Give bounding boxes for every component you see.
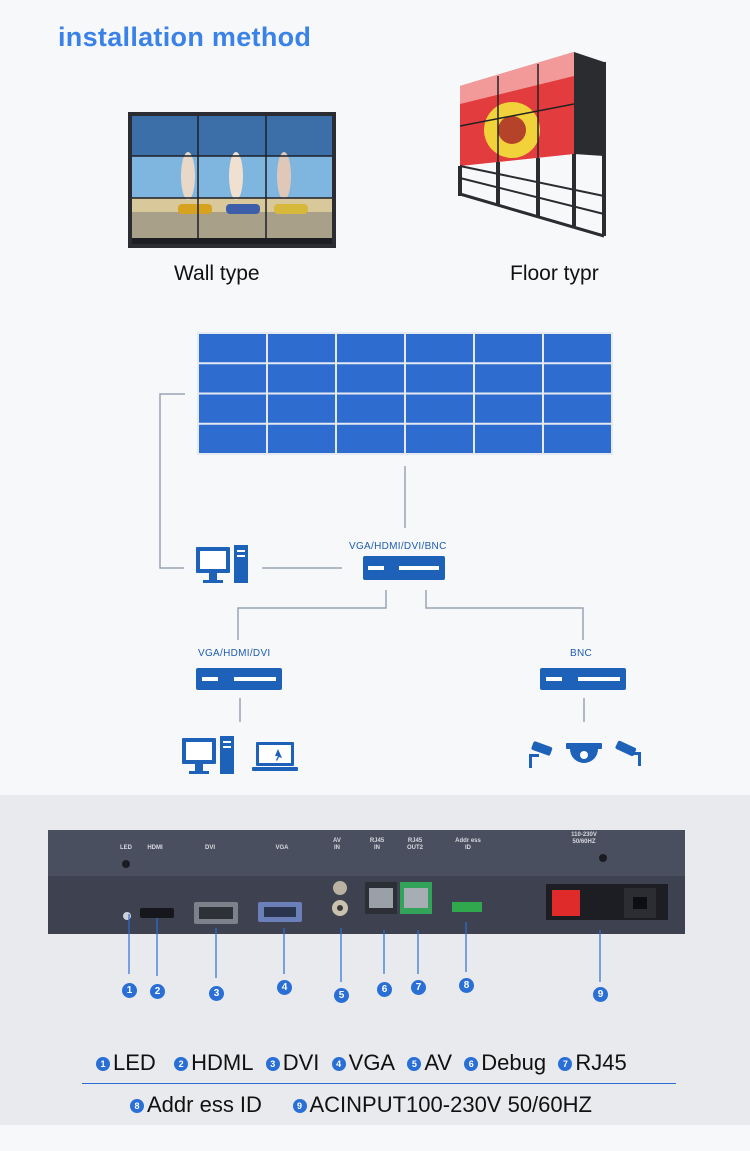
video-wall-cell — [406, 424, 473, 453]
port-label-rj45-in: RJ45 IN — [369, 838, 385, 851]
desktop-computer-icon — [180, 736, 240, 783]
video-wall-cell — [337, 334, 404, 363]
connection-lines — [159, 393, 585, 722]
rear-panel-image — [48, 830, 685, 934]
video-wall-cell — [199, 364, 266, 393]
security-camera-icon — [526, 740, 556, 775]
video-wall-cell — [337, 424, 404, 453]
leader-lines — [128, 914, 601, 982]
video-wall-cell — [406, 334, 473, 363]
number-marker: 2 — [150, 984, 165, 999]
video-wall-cell — [268, 364, 335, 393]
port-label-power: 110-230V 50/60HZ — [571, 832, 597, 845]
dome-camera-icon — [566, 740, 602, 775]
right-controller-label: BNC — [570, 648, 593, 659]
left-controller-label: VGA/HDMI/DVI — [198, 648, 271, 659]
video-wall-cell — [475, 364, 542, 393]
video-wall-cell — [406, 364, 473, 393]
laptop-icon — [252, 740, 300, 779]
video-wall-cell — [544, 394, 611, 423]
wall-type-image — [128, 112, 336, 248]
number-marker: 7 — [411, 980, 426, 995]
number-marker: 5 — [334, 988, 349, 1003]
video-wall-cell — [268, 334, 335, 363]
video-wall-cell — [199, 424, 266, 453]
video-wall-cell — [544, 364, 611, 393]
left-controller-device — [196, 668, 282, 690]
port-label-hdmi: HDMI — [147, 845, 163, 851]
number-marker: 9 — [593, 987, 608, 1002]
port-label-dvi: DVI — [204, 845, 215, 851]
number-marker: 3 — [209, 986, 224, 1001]
security-camera-right-icon — [612, 740, 644, 775]
port-label-vga: VGA — [275, 845, 289, 851]
video-wall-cell — [475, 424, 542, 453]
legend-divider — [82, 1083, 676, 1084]
floor-type-image — [452, 46, 624, 246]
video-wall-cell — [544, 424, 611, 453]
port-label-av: AV IN — [333, 838, 341, 851]
number-marker: 8 — [459, 978, 474, 993]
number-marker: 1 — [122, 983, 137, 998]
port-label-led: LED — [120, 845, 132, 851]
port-label-address-id: Addr ess ID — [455, 838, 481, 851]
right-controller-device — [540, 668, 626, 690]
number-marker: 4 — [277, 980, 292, 995]
video-wall-cell — [475, 394, 542, 423]
video-wall-cell — [199, 394, 266, 423]
wall-type-caption: Wall type — [174, 262, 260, 285]
video-wall-cell — [268, 394, 335, 423]
main-controller-label: VGA/HDMI/DVI/BNC — [349, 541, 447, 552]
video-wall-cell — [337, 364, 404, 393]
video-wall-cell — [406, 394, 473, 423]
video-wall-cell — [199, 334, 266, 363]
video-wall-cell — [337, 394, 404, 423]
video-wall-cell — [475, 334, 542, 363]
floor-type-caption: Floor typr — [510, 262, 599, 285]
main-controller-device — [363, 556, 445, 580]
video-wall-cell — [268, 424, 335, 453]
video-wall-grid — [197, 332, 613, 455]
page-title: installation method — [58, 22, 312, 52]
computer-icon — [194, 545, 254, 592]
port-label-rj45-out: RJ45 OUT2 — [406, 838, 423, 851]
number-marker: 6 — [377, 982, 392, 997]
video-wall-cell — [544, 334, 611, 363]
